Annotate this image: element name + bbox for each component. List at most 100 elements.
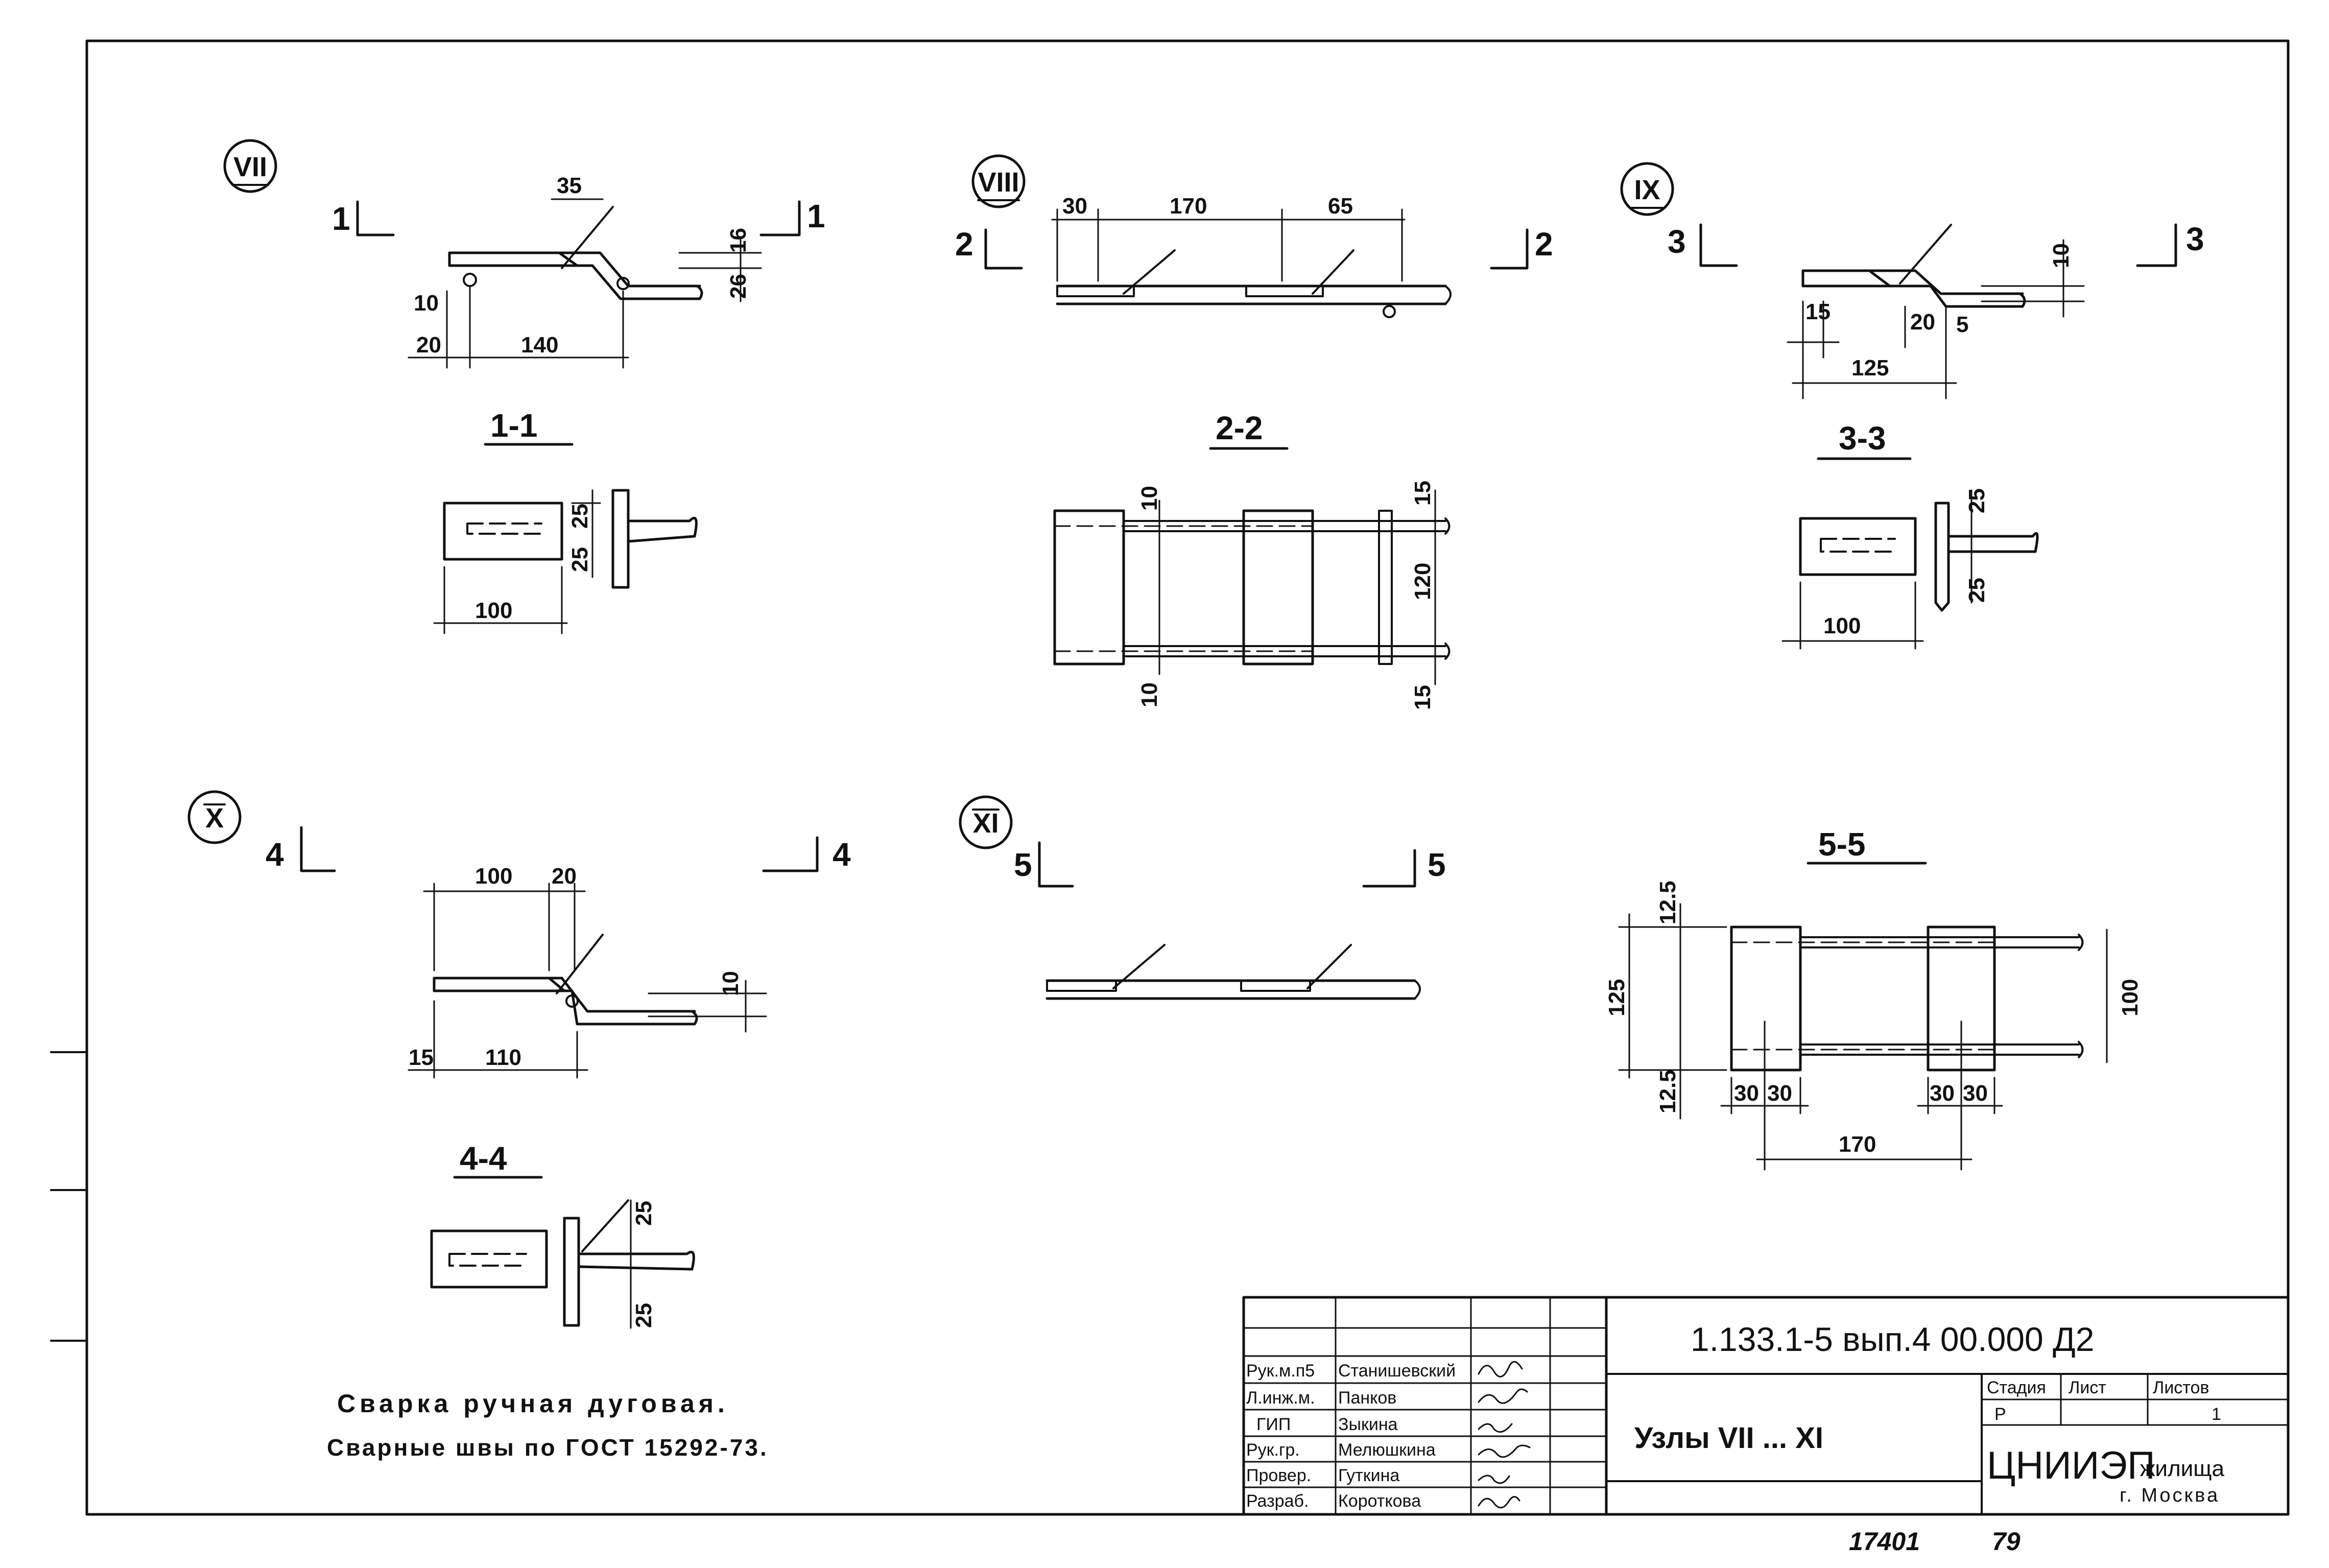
n7-bar-bottom — [448, 264, 703, 300]
n9-bar-bottom — [1888, 284, 2026, 308]
signature-scribble — [1478, 1423, 1513, 1433]
s55-dim-30c: 30 — [1930, 1081, 1955, 1106]
n8-plate-1 — [1056, 285, 1135, 297]
s33-dim-25b: 25 — [1964, 578, 1989, 603]
s11-bar — [627, 516, 698, 543]
cut-arrow-1-right — [759, 200, 801, 236]
s55-dim-170: 170 — [1839, 1132, 1876, 1157]
s22-plate-2 — [1242, 509, 1314, 666]
n11-plate-2 — [1240, 980, 1311, 992]
sheet-frame — [85, 39, 2290, 1516]
org-city: г. Москва — [2120, 1485, 2220, 1506]
sheet-title: Узлы VII ... XI — [1634, 1421, 1823, 1455]
node-xi-marker — [959, 795, 1013, 849]
n11-plate-1 — [1046, 980, 1117, 992]
s22-dim-120: 120 — [1410, 563, 1435, 600]
n8-dim-30: 30 — [1062, 194, 1087, 219]
n9-dim-15: 15 — [1805, 299, 1831, 324]
s44-dim-25a: 25 — [631, 1201, 656, 1226]
n9-dim-125: 125 — [1851, 355, 1889, 381]
n11-bar-break — [1414, 980, 1421, 1000]
n8-dim-65: 65 — [1328, 194, 1353, 219]
cut-arrow-4-right — [762, 836, 819, 872]
node-vii: VII 1 1 35 16 26 10 20 140 — [223, 139, 825, 369]
s33-hidden-bar — [1820, 538, 1896, 553]
s33-rod — [1934, 502, 1950, 612]
n7-weld-dot — [616, 277, 630, 290]
n10-bar-top — [548, 977, 696, 1013]
section-4-4: 4-4 25 25 — [430, 1140, 695, 1329]
node-ix-label: IX — [1634, 175, 1660, 205]
s55-dim-30a: 30 — [1734, 1081, 1759, 1106]
n9-dim-10: 10 — [2049, 243, 2074, 268]
section-3-3-title: 3-3 — [1839, 420, 1886, 457]
tb-role: Рук.гр. — [1246, 1440, 1300, 1460]
s33-bar — [1947, 532, 2039, 553]
n8-leader — [1312, 249, 1354, 295]
node-x: X 4 4 100 20 10 15 110 — [187, 790, 851, 1079]
s22-plate-1 — [1053, 509, 1125, 666]
tb-role: Рук.м.п5 — [1246, 1361, 1315, 1381]
s44-hidden-bar — [448, 1253, 527, 1267]
s55-dim-12-5a: 12.5 — [1655, 881, 1680, 924]
n10-bar-bottom — [563, 989, 698, 1026]
cut-mark-1-left: 1 — [332, 200, 350, 237]
n8-plate-2 — [1245, 285, 1324, 297]
cut-mark-4-left: 4 — [266, 836, 284, 873]
general-notes: Сварка ручная дуговая. Сварные швы по ГО… — [327, 1389, 767, 1461]
s55-dim-30b: 30 — [1767, 1081, 1792, 1106]
cut-arrow-4-left — [300, 826, 336, 872]
signature-scribble — [1478, 1388, 1528, 1404]
node-viii-marker — [971, 154, 1026, 208]
section-5-5-title: 5-5 — [1818, 826, 1866, 863]
n10-weld-dot — [565, 994, 579, 1008]
s44-dim-25b: 25 — [631, 1303, 656, 1328]
s11-plate — [443, 502, 563, 561]
n10-dim-110: 110 — [485, 1045, 521, 1070]
n8-leader — [1123, 249, 1176, 295]
s33-dim-100: 100 — [1823, 613, 1861, 638]
cut-mark-3-left: 3 — [1668, 223, 1686, 260]
n9-bar-top — [1868, 269, 2024, 295]
title-block: Рук.м.п5 Станишевский Л.инж.м. Панков ГИ… — [1242, 1296, 2290, 1516]
tb-name: Зыкина — [1338, 1415, 1398, 1434]
cut-mark-3-right: 3 — [2186, 221, 2204, 257]
n7-bar-top — [558, 251, 701, 288]
n9-dim-20: 20 — [1910, 310, 1935, 335]
n9-leader — [1899, 224, 1952, 284]
n7-weld-dot — [463, 273, 477, 287]
section-1-1: 1-1 25 25 100 — [433, 407, 698, 634]
cut-mark-5-right: 5 — [1428, 846, 1446, 883]
org-suffix: жилища — [2140, 1456, 2224, 1481]
cut-mark-4-right: 4 — [833, 836, 851, 873]
node-xi-label: XI — [972, 808, 999, 839]
s22-dim-10b: 10 — [1137, 682, 1162, 707]
stage-header: Стадия — [1987, 1378, 2046, 1397]
sheets-header: Листов — [2153, 1378, 2209, 1397]
tb-role: Разраб. — [1246, 1491, 1309, 1511]
n7-leader — [561, 206, 614, 269]
n7-dim-140: 140 — [521, 332, 558, 358]
n10-dim-15: 15 — [409, 1045, 434, 1070]
s33-dim-25a: 25 — [1964, 488, 1989, 513]
s11-dim-25a: 25 — [567, 504, 592, 529]
node-x-label: X — [205, 803, 224, 834]
archive-number: 17401 — [1849, 1527, 1920, 1556]
cut-arrow-3-left — [1699, 223, 1738, 267]
n10-dim-10: 10 — [718, 971, 743, 996]
signature-scribble — [1478, 1475, 1510, 1484]
s44-leader — [581, 1199, 629, 1252]
s33-plate — [1799, 517, 1917, 576]
n7-dim-26: 26 — [726, 274, 751, 299]
stage-value: Р — [1994, 1405, 2006, 1424]
title-block-frame — [1242, 1296, 2290, 1516]
tb-name: Мелюшкина — [1338, 1440, 1436, 1460]
n7-plate — [448, 251, 579, 267]
section-2-2: 2-2 10 10 15 120 15 — [1053, 410, 1451, 710]
n8-dim-170: 170 — [1170, 194, 1207, 219]
s55-dim-125: 125 — [1604, 979, 1629, 1016]
cut-mark-2-left: 2 — [955, 226, 973, 263]
n7-dim-16: 16 — [726, 228, 751, 253]
node-viii: VIII 2 2 30 170 65 — [955, 154, 1553, 318]
cut-mark-1-right: 1 — [807, 198, 825, 234]
